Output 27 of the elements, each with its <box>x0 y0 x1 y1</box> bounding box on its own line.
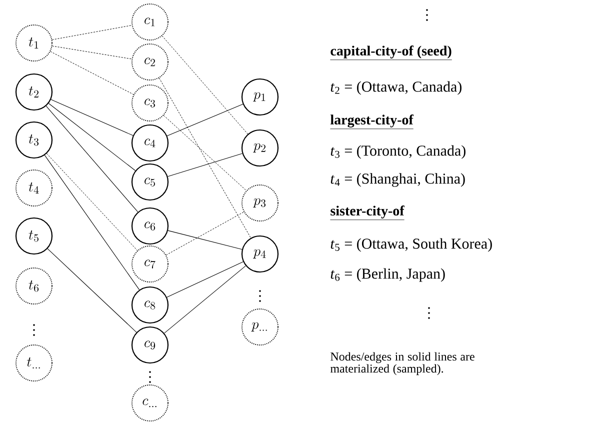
section-heading: sister-city-of <box>330 206 404 220</box>
tuple-text: t$_{6}$ = (Berlin, Japan) <box>330 268 445 282</box>
connector-line <box>166 212 244 256</box>
connector-line <box>162 36 248 134</box>
tuple-text: t$_{3}$ = (Toronto, Canada) <box>330 145 466 159</box>
connector-line <box>50 99 134 136</box>
footnote-text: Nodes/edges in solid lines are materialized (sampled). <box>330 352 474 376</box>
section-heading: capital-city-of (seed) <box>330 46 452 60</box>
connector-line <box>52 25 132 40</box>
connector-line <box>158 78 252 238</box>
connector-line <box>166 104 244 136</box>
section-heading: largest-city-of <box>330 114 414 130</box>
connector-line <box>52 46 132 60</box>
connector-line <box>48 103 136 171</box>
connector-line <box>167 153 243 177</box>
tuple-text: t$_{5}$ = (Ottawa, South Korea) <box>330 238 492 252</box>
connector-line <box>47 248 137 333</box>
connector-line <box>168 230 242 250</box>
connector-line <box>164 266 246 334</box>
connector-line <box>166 262 244 298</box>
connector-line <box>163 115 247 191</box>
connector-line <box>46 153 138 251</box>
tuple-text: t$_{4}$ = (Shanghai, China) <box>330 173 465 187</box>
tuple-text: t$_{2}$ = (Ottawa, Canada) <box>330 81 462 95</box>
connector-line <box>46 106 138 212</box>
connector-line <box>50 51 134 95</box>
connector-line <box>44 154 140 290</box>
